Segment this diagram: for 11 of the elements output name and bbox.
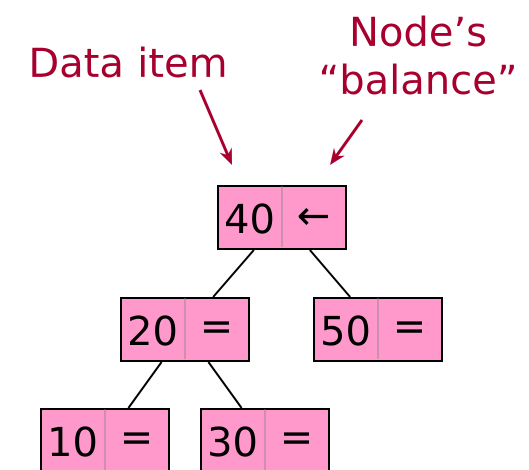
callout-label: Node’s “balance”: [322, 16, 514, 94]
callout-label: Data item: [32, 46, 224, 78]
tree-edge: [128, 361, 162, 409]
tree-node-box: 30 =: [200, 408, 330, 470]
tree-node-box: 50 =: [313, 297, 443, 362]
tree-edge: [309, 249, 351, 298]
tree-node-box: 20 =: [120, 297, 250, 362]
tree-edge: [208, 361, 242, 409]
tree-edge: [212, 249, 255, 298]
tree-node-box: 10 =: [40, 408, 170, 470]
tree-node-box: 40 ←: [217, 185, 347, 250]
